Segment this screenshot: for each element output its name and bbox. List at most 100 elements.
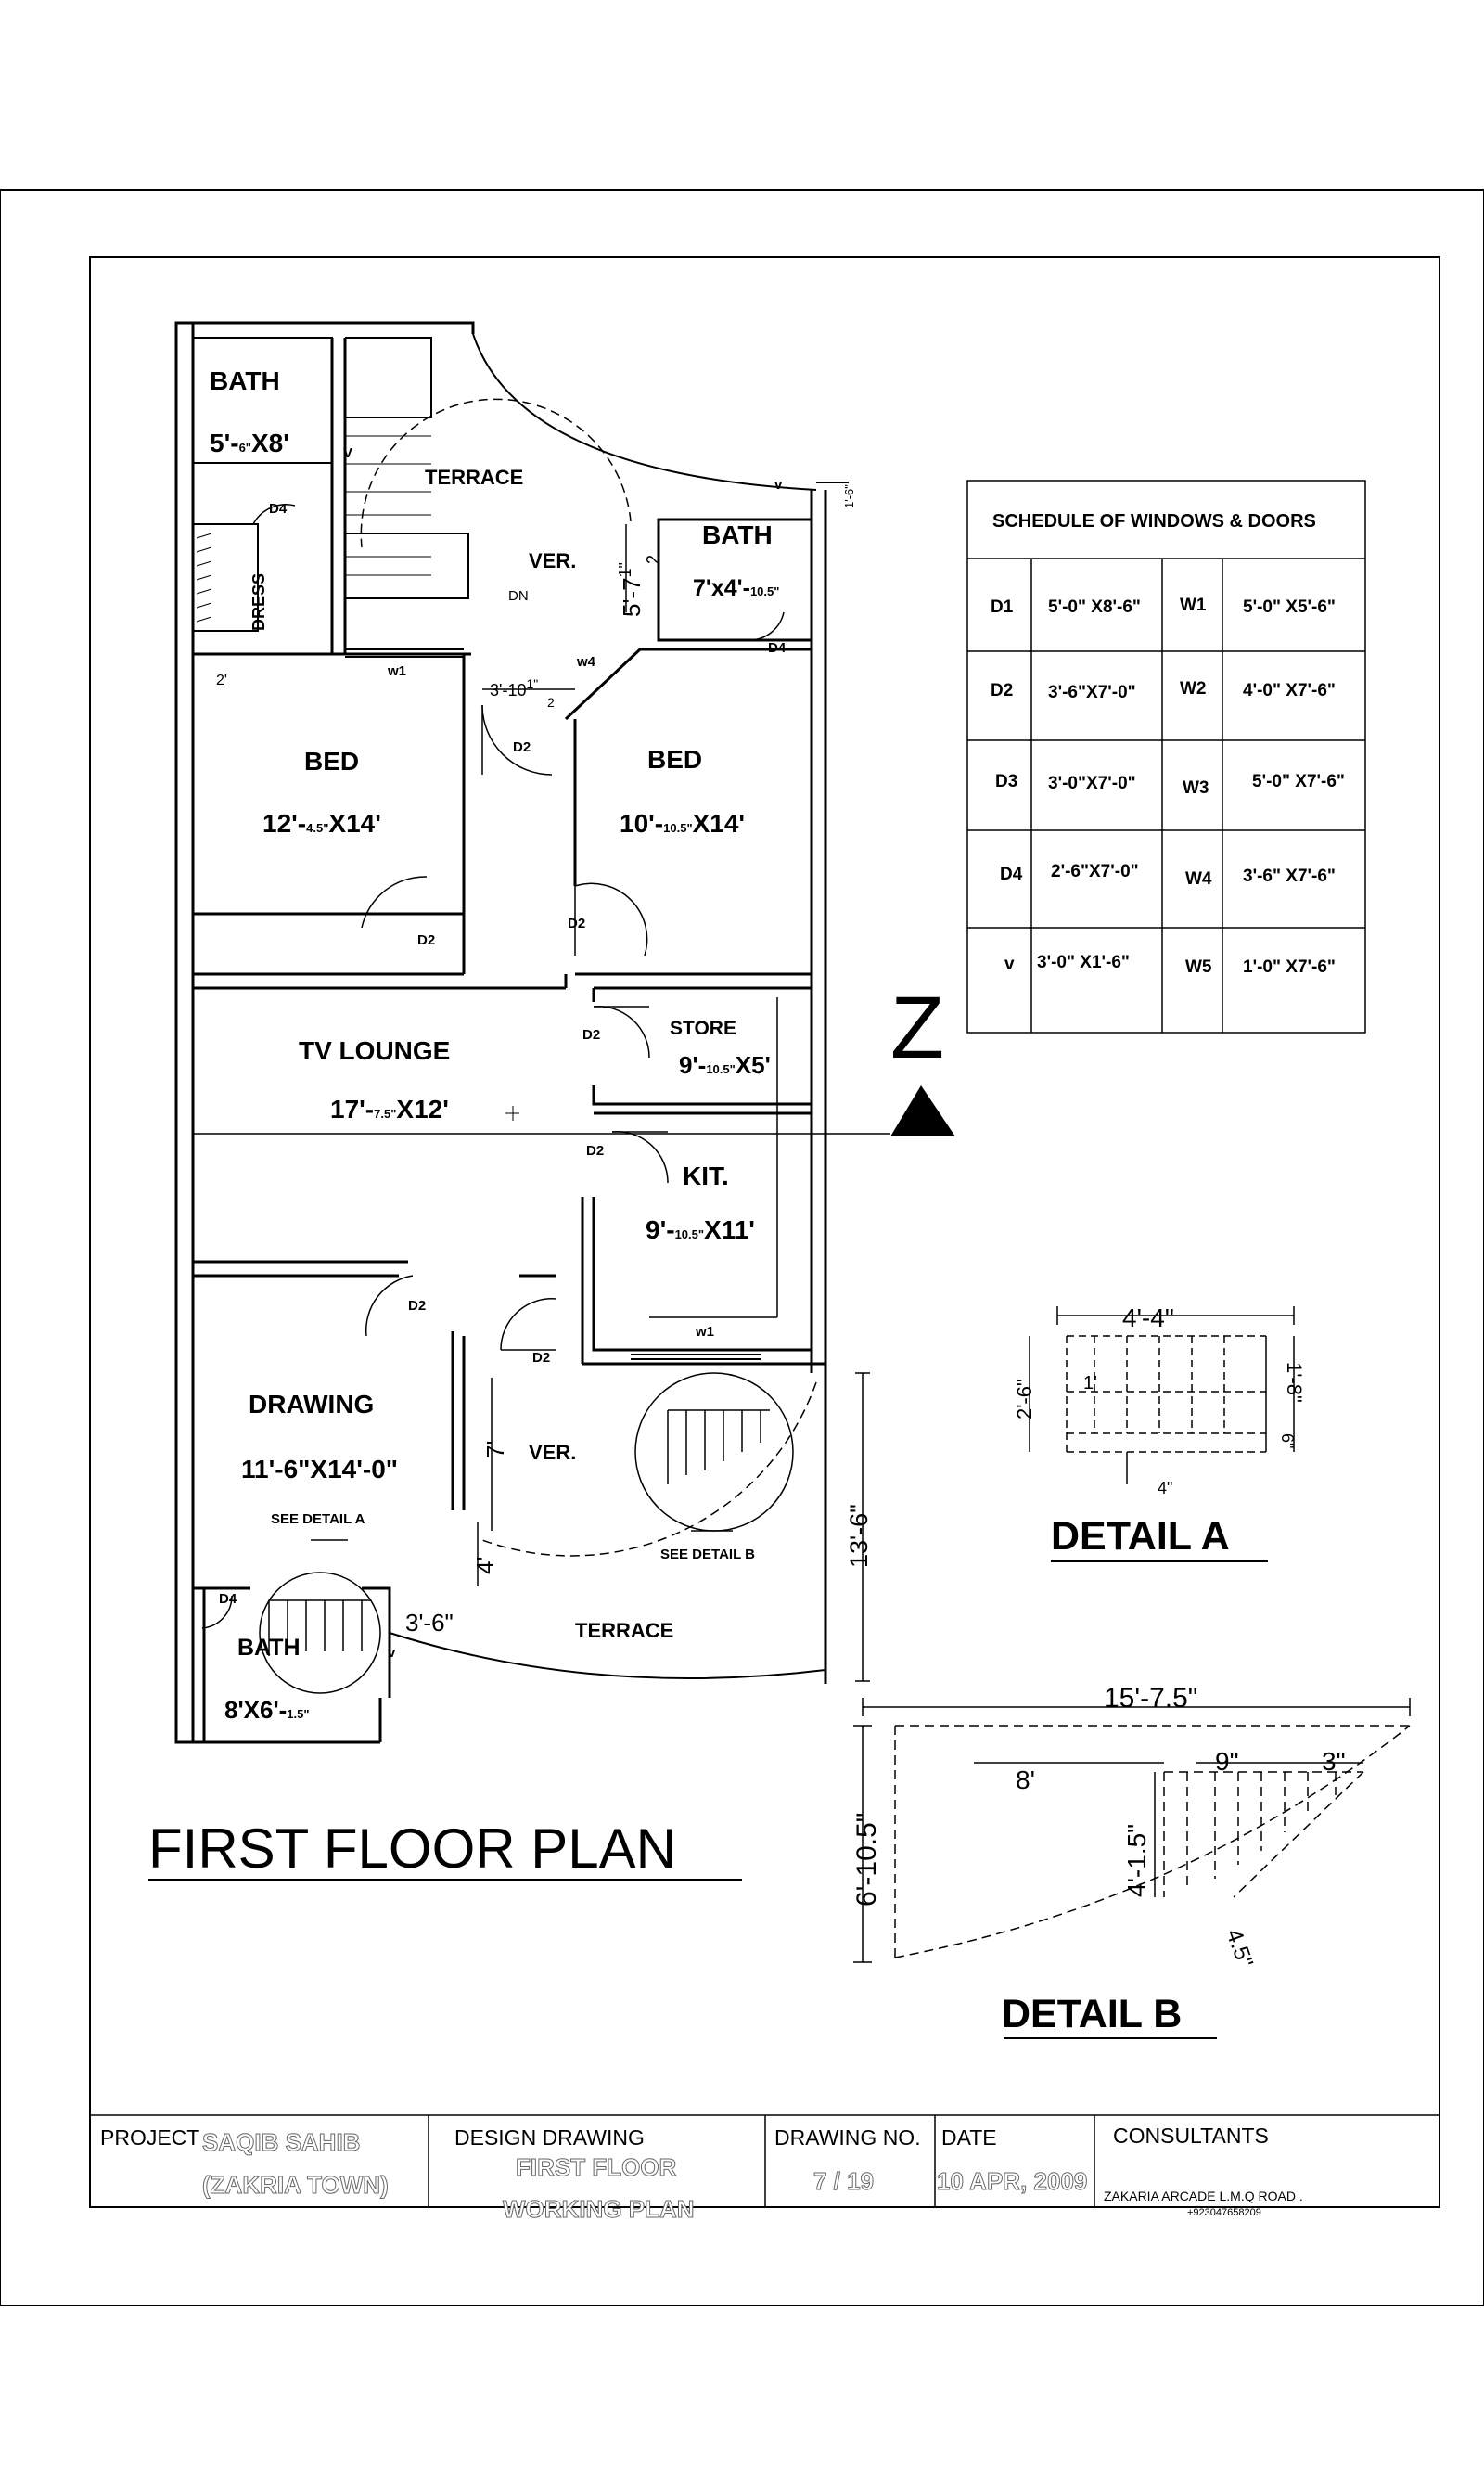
ver-top-label: VER. [529, 549, 576, 572]
schedule-table [966, 480, 1366, 1034]
detail-b-title: DETAIL B [1002, 1992, 1182, 2036]
detail-circles [259, 1372, 794, 1694]
inner-border [89, 256, 1440, 2208]
bed-right-size-a: 10'- [620, 809, 663, 838]
date-value: 10 APR, 2009 [937, 2167, 1087, 2195]
dim-three-ten: 3'-101" [490, 676, 538, 700]
door-d2-e: D2 [586, 1143, 604, 1159]
window-w4: w4 [576, 654, 596, 670]
dim-thirteen-six: 13'-6" [845, 1504, 873, 1568]
vent-v-terrace: v [774, 477, 783, 493]
drawing-no-label: DRAWING NO. [774, 2125, 921, 2150]
store-label: STORE [670, 1018, 736, 1039]
detail-a-tread: 1' [1083, 1373, 1097, 1393]
bath-bottom-size: 8'X6'-1.5" [224, 1696, 310, 1724]
dress-label: DRESS [249, 573, 268, 631]
schedule-code-w2: W2 [1180, 679, 1207, 699]
dim-five-seven-b: " [616, 562, 634, 568]
dim-three-ten-num: 1 [526, 676, 533, 691]
bed-left-size: 12'-4.5"X14' [262, 809, 381, 838]
bath-mid-size-b: 10.5" [750, 584, 779, 598]
tv-lounge-size: 17'-7.5"X12' [330, 1095, 449, 1124]
detail-a-bottom: 4" [1158, 1479, 1172, 1497]
ver-bottom-label: VER. [529, 1441, 576, 1464]
door-d4-top: D4 [269, 501, 288, 517]
schedule-code-d2: D2 [991, 681, 1013, 700]
bed-right-label: BED [647, 745, 702, 774]
schedule-size-d4: 2'-6"X7'-0" [1051, 862, 1139, 881]
schedule-size-w4: 3'-6" X7'-6" [1243, 867, 1336, 886]
schedule-code-v: v [1004, 955, 1015, 974]
detail-a-left: 2'-6" [1013, 1379, 1036, 1419]
north-letter: Z [890, 979, 944, 1077]
dim-three-ten-b: " [533, 676, 538, 691]
schedule-size-d1: 5'-0" X8'-6" [1048, 597, 1141, 617]
dimension-lines [193, 524, 890, 1682]
project-line2: (ZAKRIA TOWN) [202, 2171, 389, 2199]
schedule-title: SCHEDULE OF WINDOWS & DOORS [992, 511, 1316, 532]
bed-left-size-c: X14' [328, 809, 380, 838]
bath-top-label: BATH [210, 366, 280, 395]
bath-bottom-label: BATH [237, 1635, 301, 1661]
kit-size-a: 9'- [646, 1215, 675, 1244]
tv-lounge-size-a: 17'- [330, 1095, 374, 1124]
title-block-text: PROJECT SAQIB SAHIB (ZAKRIA TOWN) DESIGN… [100, 2124, 1303, 2224]
detail-a-text: 4'-4" 2'-6" 1'-8" 1' 6" 4" DETAIL A [1013, 1303, 1306, 1559]
dim-two-ft: 2' [216, 673, 227, 688]
bath-bottom-size-b: 1.5" [287, 1707, 309, 1721]
detail-b-three: 3" [1322, 1747, 1346, 1776]
project-label: PROJECT [100, 2125, 199, 2150]
detail-b-text: 15'-7.5" 6'-10.5" 8' 9" 3" 4'-1.5" 4.5" … [851, 1683, 1346, 2036]
door-d4-mid: D4 [768, 640, 787, 656]
schedule-code-w1: W1 [1180, 596, 1207, 615]
drawing-size: 11'-6"X14'-0" [241, 1455, 398, 1483]
door-d2-a: D2 [513, 739, 531, 755]
door-d2-f: D2 [408, 1298, 426, 1314]
dress-hatch [196, 533, 212, 623]
bed-left-size-a: 12'- [262, 809, 306, 838]
schedule-size-w5: 1'-0" X7'-6" [1243, 957, 1336, 977]
detail-b-eight: 8' [1016, 1766, 1035, 1794]
door-d2-d: D2 [582, 1027, 600, 1043]
schedule-code-w5: W5 [1185, 957, 1212, 977]
schedule-code-d4: D4 [1000, 865, 1023, 884]
dim-one-six: 1'-6" [842, 484, 856, 508]
tv-lounge-size-b: 7.5" [374, 1107, 396, 1121]
bath-mid-label: BATH [702, 520, 773, 549]
schedule-code-w4: W4 [1185, 869, 1212, 889]
schedule-code-w3: W3 [1183, 778, 1209, 798]
dim-five-seven-num: 1 [616, 568, 634, 577]
tv-lounge-label: TV LOUNGE [299, 1036, 450, 1065]
window-w1-top: w1 [387, 663, 406, 679]
detail-b-width: 15'-7.5" [1104, 1683, 1197, 1714]
bath-top-size-b: 6" [239, 441, 251, 455]
window-w1-kit: w1 [695, 1324, 714, 1340]
window-marks [345, 648, 761, 1360]
store-size-a: 9'- [679, 1051, 706, 1079]
stair-treads [268, 1409, 770, 1656]
see-detail-a-label: SEE DETAIL A [271, 1511, 365, 1527]
tv-lounge-size-c: X12' [396, 1095, 448, 1124]
bath-top-size-c: X8' [251, 429, 289, 457]
bed-left-size-b: 4.5" [306, 821, 328, 835]
bath-top-size-a: 5'- [210, 429, 239, 457]
door-d2-g: D2 [532, 1350, 550, 1366]
schedule-code-d3: D3 [995, 772, 1017, 791]
kit-label: KIT. [683, 1162, 729, 1190]
store-size: 9'-10.5"X5' [679, 1051, 771, 1079]
north-triangle-icon [890, 1085, 955, 1136]
schedule-size-w3: 5'-0" X7'-6" [1252, 772, 1345, 791]
dim-three-ten-den: 2 [547, 695, 555, 710]
bed-right-size: 10'-10.5"X14' [620, 809, 745, 838]
schedule-size-w2: 4'-0" X7'-6" [1243, 681, 1336, 700]
date-label: DATE [941, 2125, 997, 2150]
schedule-size-d3: 3'-0"X7'-0" [1048, 774, 1136, 793]
stair-dn-label: DN [508, 588, 529, 604]
plan-dims: 2' 1'-6" 5'-71" 2 3'-101" 2 7' 4' 3'-6" … [216, 484, 873, 1637]
dim-three-six: 3'-6" [405, 1609, 454, 1637]
terrace-top-label: TERRACE [425, 466, 523, 489]
kit-size-c: X11' [704, 1215, 755, 1244]
bed-left-label: BED [304, 747, 359, 776]
schedule-text: SCHEDULE OF WINDOWS & DOORS D1 5'-0" X8'… [991, 511, 1345, 977]
